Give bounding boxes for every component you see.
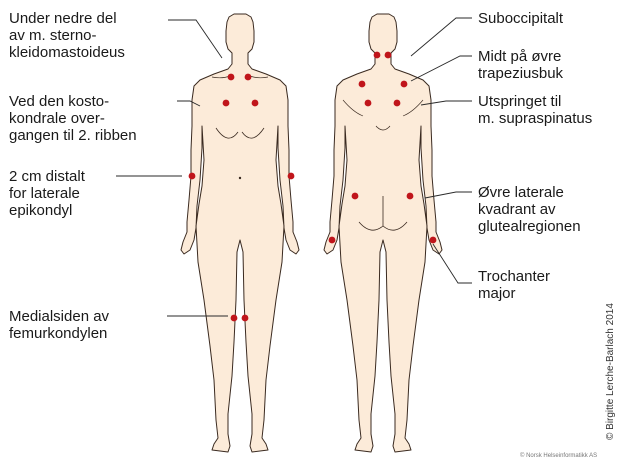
point-neck-right (245, 74, 252, 81)
point-supraspinatus-left (365, 100, 372, 107)
point-chest-left (223, 100, 230, 107)
label-sternocleidomastoideus: Under nedre del av m. sterno- kleidomast… (9, 10, 125, 61)
label-supraspinatus: Utspringet til m. supraspinatus (478, 93, 592, 127)
point-supraspinatus-right (394, 100, 401, 107)
point-elbow-right (288, 173, 295, 180)
point-trochanter-right (430, 237, 437, 244)
label-suboccipital: Suboccipitalt (478, 10, 563, 27)
back-body-outline (324, 14, 442, 452)
point-suboccipital-right (385, 52, 392, 59)
label-costochondral: Ved den kosto- kondrale over- gangen til… (9, 93, 137, 144)
point-neck-left (228, 74, 235, 81)
publisher-credit: © Norsk Helseinformatikk AS (520, 453, 597, 459)
back-body-figure (324, 14, 442, 452)
point-gluteal-left (352, 193, 359, 200)
leader-suboccipital (411, 18, 472, 56)
label-lateral-epicondyle: 2 cm distalt for laterale epikondyl (9, 168, 85, 219)
leader-trapezius (411, 56, 472, 81)
label-gluteal-region: Øvre laterale kvadrant av glutealregione… (478, 184, 581, 235)
point-suboccipital-left (374, 52, 381, 59)
label-femur-condyle: Medialsiden av femurkondylen (9, 308, 109, 342)
point-knee-left (231, 315, 238, 322)
point-elbow-left (189, 173, 196, 180)
point-trochanter-left (329, 237, 336, 244)
point-gluteal-right (407, 193, 414, 200)
point-trapezius-left (359, 81, 366, 88)
label-trochanter-major: Trochanter major (478, 268, 550, 302)
front-body-outline (181, 14, 299, 452)
front-body-figure (181, 14, 299, 452)
label-trapezius: Midt på øvre trapeziusbuk (478, 48, 563, 82)
author-credit: © Birgitte Lerche-Barlach 2014 (605, 303, 616, 440)
leader-sternocleido (168, 20, 222, 58)
navel (239, 177, 241, 179)
point-trapezius-right (401, 81, 408, 88)
point-knee-right (242, 315, 249, 322)
point-chest-right (252, 100, 259, 107)
